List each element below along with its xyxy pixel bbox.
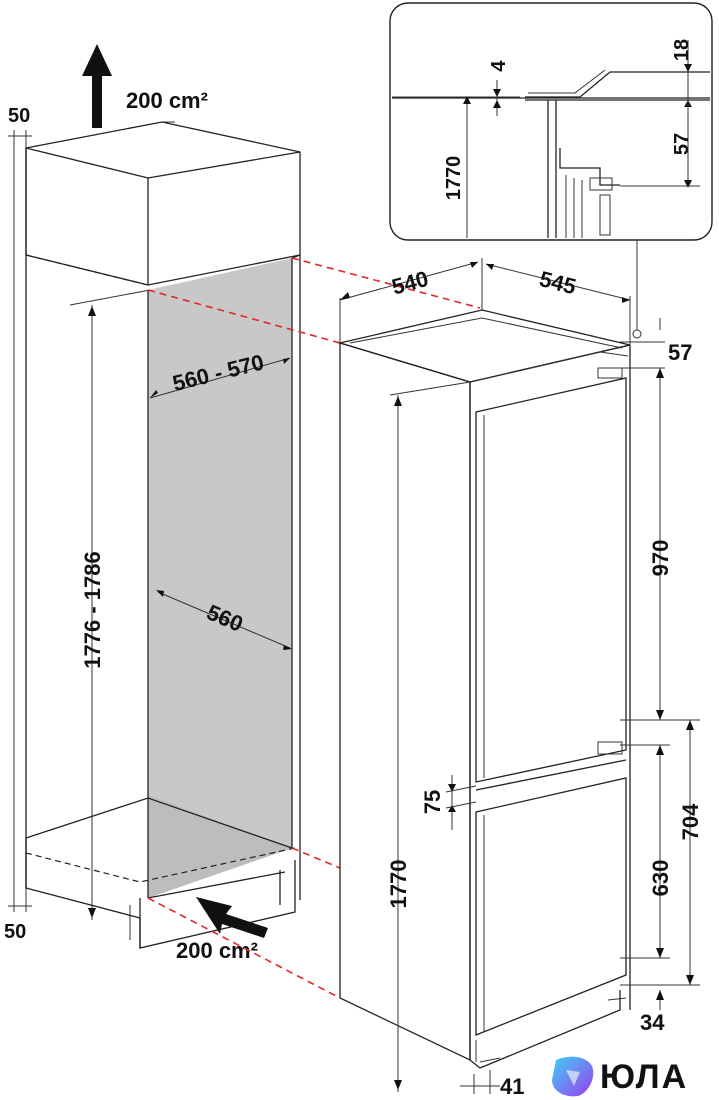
guide-lines — [147, 257, 481, 999]
base-offset-label: 34 — [640, 1010, 665, 1035]
gap-bottom-label: 50 — [4, 921, 26, 943]
niche-height-label: 1776 - 1786 — [80, 551, 105, 668]
appliance: 540 545 57 970 704 630 34 75 1770 41 — [337, 258, 703, 1099]
lower-section-label: 704 — [678, 803, 703, 840]
arrow-up-icon — [82, 44, 112, 128]
lower-door-label: 630 — [648, 860, 673, 897]
plinth-label: 41 — [500, 1074, 524, 1099]
vent-bottom-label: 200 cm² — [176, 938, 258, 963]
detail-inset: 18 4 57 1770 — [389, 2, 713, 339]
vent-top-label: 200 cm² — [126, 88, 208, 113]
detail-1770-label: 1770 — [443, 156, 465, 201]
detail-18-label: 18 — [671, 39, 693, 61]
cabinet-niche: 50 50 1776 - 1786 560 - 570 560 — [4, 105, 301, 949]
arrow-diagonal-icon — [196, 897, 268, 938]
upper-door — [475, 377, 627, 783]
door-gap-label: 75 — [420, 790, 445, 814]
niche-back-panel — [148, 258, 292, 898]
lower-door — [475, 777, 627, 1036]
detail-4-label: 4 — [488, 60, 510, 72]
detail-57-label: 57 — [671, 133, 693, 155]
upper-door-label: 970 — [648, 540, 673, 577]
appliance-depth-label: 540 — [389, 266, 431, 300]
appliance-width-label: 545 — [537, 266, 579, 299]
brand-name: ЮЛА — [600, 1058, 689, 1096]
appliance-height-label: 1770 — [386, 860, 411, 909]
gap-top-label: 50 — [8, 105, 30, 127]
yula-logo-icon — [552, 1056, 594, 1097]
airflow: 200 cm² 200 cm² — [82, 44, 268, 963]
top-offset-label: 57 — [668, 340, 692, 365]
